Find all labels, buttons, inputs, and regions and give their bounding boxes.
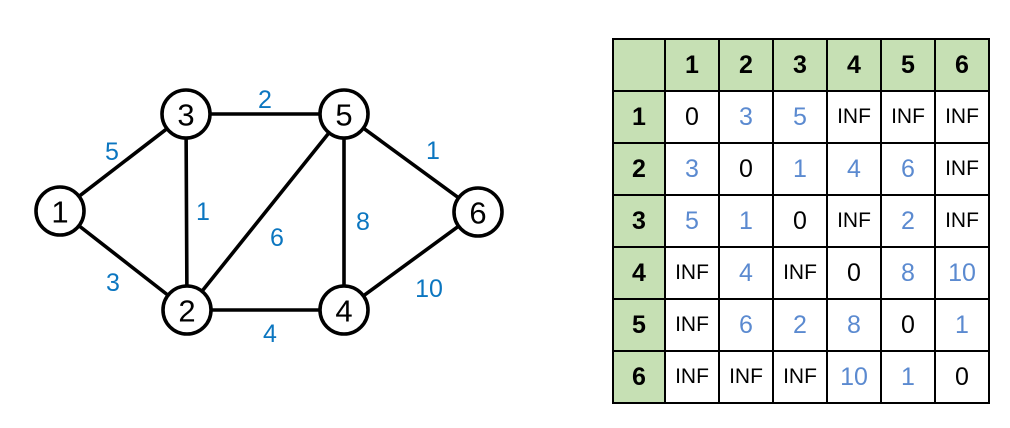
matrix-cell-3-5: 2 [880, 194, 936, 248]
node-label-1: 1 [51, 195, 68, 230]
edge-weight-3-5: 2 [258, 86, 272, 114]
matrix-cell-2-6: INF [934, 142, 990, 196]
node-label-3: 3 [177, 98, 194, 133]
node-circle-3 [160, 88, 212, 140]
matrix-row-header-4: 4 [612, 246, 666, 300]
matrix-cell-5-6: 1 [934, 298, 990, 352]
graph-canvas: 1 2 3 4 5 6 5 3 2 1 6 4 8 1 10 [34, 86, 504, 348]
graph-edge-1-2 [76, 223, 171, 298]
matrix-cell-4-3: INF [772, 246, 828, 300]
node-circle-4 [318, 284, 370, 336]
graph-node-5[interactable]: 5 [318, 88, 370, 140]
edge-weight-1-3: 5 [105, 138, 119, 166]
matrix-col-header-2: 2 [718, 38, 774, 92]
graph-node-6[interactable]: 6 [452, 186, 504, 238]
matrix-cell-2-5: 6 [880, 142, 936, 196]
graph-edge-4-6 [360, 223, 462, 299]
matrix-cell-1-6: INF [934, 90, 990, 144]
matrix-col-header-6: 6 [934, 38, 990, 92]
matrix-cell-1-3: 5 [772, 90, 828, 144]
node-label-5: 5 [335, 98, 352, 133]
matrix-cell-5-2: 6 [718, 298, 774, 352]
matrix-cell-6-1: INF [664, 350, 720, 404]
edge-weights-layer: 5 3 2 1 6 4 8 1 10 [105, 86, 443, 348]
node-label-4: 4 [335, 294, 352, 329]
matrix-cell-5-3: 2 [772, 298, 828, 352]
matrix-row-header-3: 3 [612, 194, 666, 248]
node-circle-5 [318, 88, 370, 140]
matrix-row-header-2: 2 [612, 142, 666, 196]
node-circle-6 [452, 186, 504, 238]
edge-weight-4-6: 10 [415, 275, 443, 303]
node-circle-2 [161, 284, 213, 336]
matrix-col-header-5: 5 [880, 38, 936, 92]
nodes-layer: 1 2 3 4 5 6 [34, 88, 504, 336]
edge-weight-5-4: 8 [356, 208, 370, 236]
matrix-corner-cell [612, 38, 666, 92]
edge-weight-2-4: 4 [263, 320, 277, 348]
edge-weight-1-2: 3 [106, 269, 120, 297]
node-label-2: 2 [178, 294, 195, 329]
matrix-cell-4-2: 4 [718, 246, 774, 300]
matrix-col-header-1: 1 [664, 38, 720, 92]
graph-edge-2-5 [199, 130, 332, 294]
matrix-row-header-1: 1 [612, 90, 666, 144]
matrix-cell-1-1: 0 [664, 90, 720, 144]
edges-layer [76, 112, 462, 312]
matrix-cell-1-2: 3 [718, 90, 774, 144]
edge-weight-5-6: 1 [426, 137, 440, 165]
matrix-col-header-3: 3 [772, 38, 828, 92]
node-label-6: 6 [469, 196, 486, 231]
matrix-cell-6-5: 1 [880, 350, 936, 404]
matrix-cell-2-2: 0 [718, 142, 774, 196]
matrix-cell-1-4: INF [826, 90, 882, 144]
edge-weight-3-2: 1 [196, 198, 210, 226]
matrix-cell-5-1: INF [664, 298, 720, 352]
matrix-cell-6-4: 10 [826, 350, 882, 404]
matrix-cell-6-6: 0 [934, 350, 990, 404]
matrix-cell-6-2: INF [718, 350, 774, 404]
graph-edge-5-6 [360, 125, 462, 201]
matrix-cell-4-5: 8 [880, 246, 936, 300]
matrix-cell-3-2: 1 [718, 194, 774, 248]
matrix-cell-5-5: 0 [880, 298, 936, 352]
graph-node-1[interactable]: 1 [34, 185, 86, 237]
matrix-cell-2-4: 4 [826, 142, 882, 196]
edge-weight-2-5: 6 [270, 224, 284, 252]
matrix-cell-2-3: 1 [772, 142, 828, 196]
matrix-cell-1-5: INF [880, 90, 936, 144]
matrix-cell-4-6: 10 [934, 246, 990, 300]
matrix-cell-3-1: 5 [664, 194, 720, 248]
matrix-cell-3-4: INF [826, 194, 882, 248]
graph-node-3[interactable]: 3 [160, 88, 212, 140]
matrix-row-header-5: 5 [612, 298, 666, 352]
matrix-cell-5-4: 8 [826, 298, 882, 352]
matrix-cell-6-3: INF [772, 350, 828, 404]
matrix-cell-3-3: 0 [772, 194, 828, 248]
graph-edge-1-3 [76, 126, 170, 199]
graph-diagram: 1 2 3 4 5 6 5 3 2 1 6 4 8 1 10 [34, 86, 504, 348]
matrix-cell-4-4: 0 [826, 246, 882, 300]
graph-node-2[interactable]: 2 [161, 284, 213, 336]
graph-node-4[interactable]: 4 [318, 284, 370, 336]
matrix-cell-4-1: INF [664, 246, 720, 300]
matrix-col-header-4: 4 [826, 38, 882, 92]
graph-edge-3-2 [184, 135, 189, 289]
matrix-cell-2-1: 3 [664, 142, 720, 196]
node-circle-1 [34, 185, 86, 237]
matrix-cell-3-6: INF [934, 194, 990, 248]
matrix-row-header-6: 6 [612, 350, 666, 404]
